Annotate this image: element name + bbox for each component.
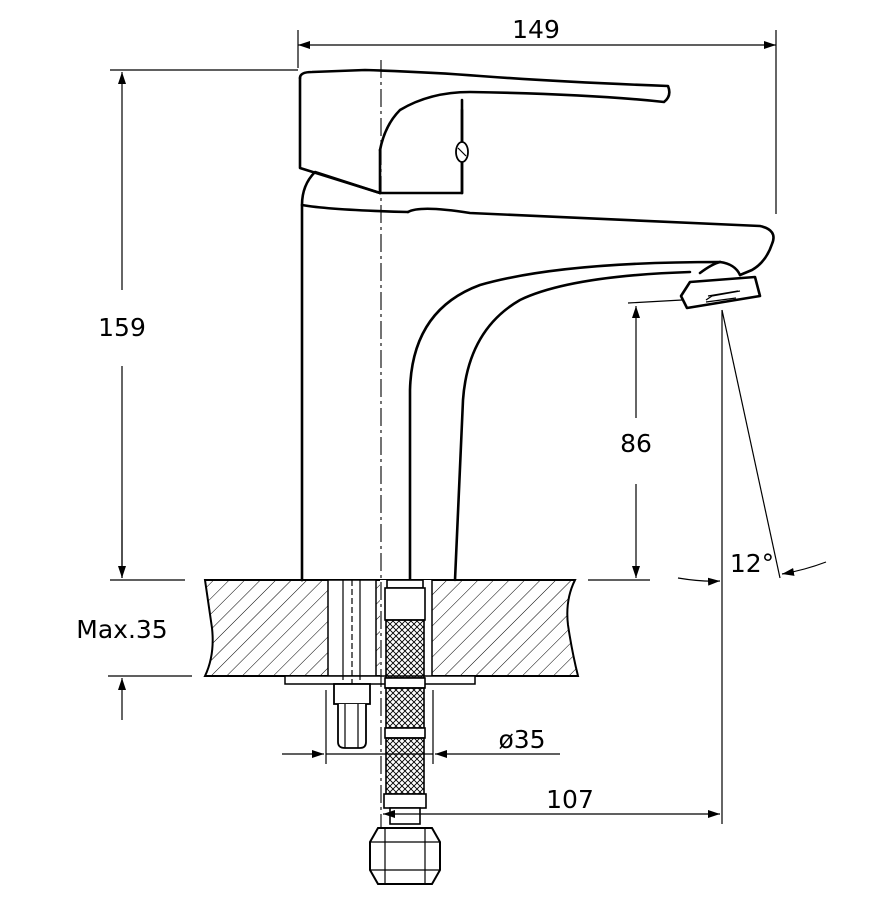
label-spout-height: 86 [620,429,652,458]
dimension-spout-reach: 107 [383,310,723,824]
flex-hose [369,579,441,885]
faucet-body [300,170,775,582]
dimension-hole-diameter: ø35 [282,690,560,764]
threaded-rod [333,580,371,749]
label-spray-angle: 12° [730,549,774,578]
dimension-spout-height: 86 [588,299,683,581]
label-spout-reach: 107 [546,785,594,814]
label-hole-diameter: ø35 [498,725,545,754]
lever-handle [298,68,671,195]
dimension-spray-angle: 12° [677,309,827,586]
label-max-thickness: Max.35 [76,615,167,644]
label-overall-height: 159 [98,313,146,342]
dimension-overall-height: 159 [98,69,298,581]
label-overall-width: 149 [512,15,560,44]
dimension-max-thickness: Max.35 [76,520,192,720]
dimension-overall-width: 149 [297,15,777,214]
